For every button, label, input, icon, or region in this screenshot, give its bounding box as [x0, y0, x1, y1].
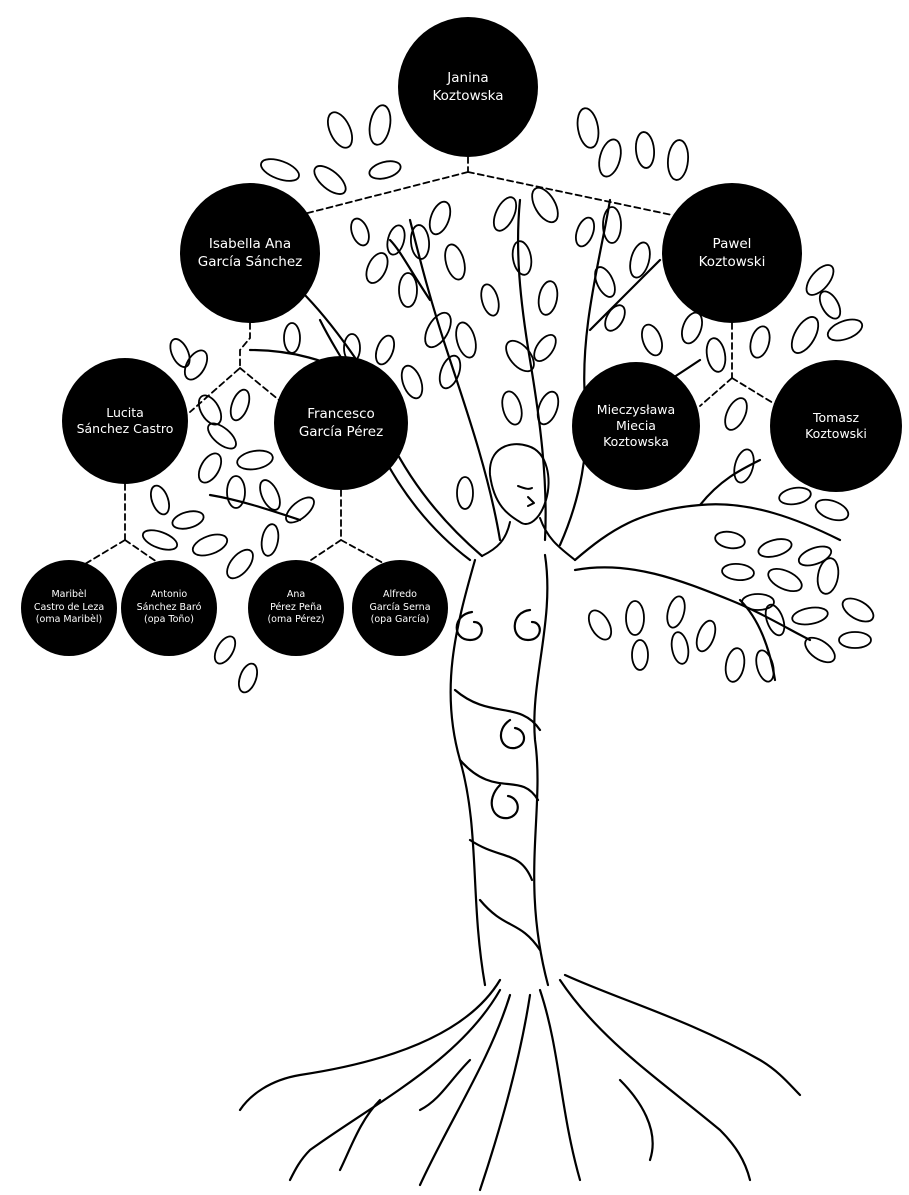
leaves	[141, 104, 875, 694]
trunk	[449, 553, 550, 987]
roots	[238, 973, 802, 1192]
connector-lines	[84, 156, 779, 565]
